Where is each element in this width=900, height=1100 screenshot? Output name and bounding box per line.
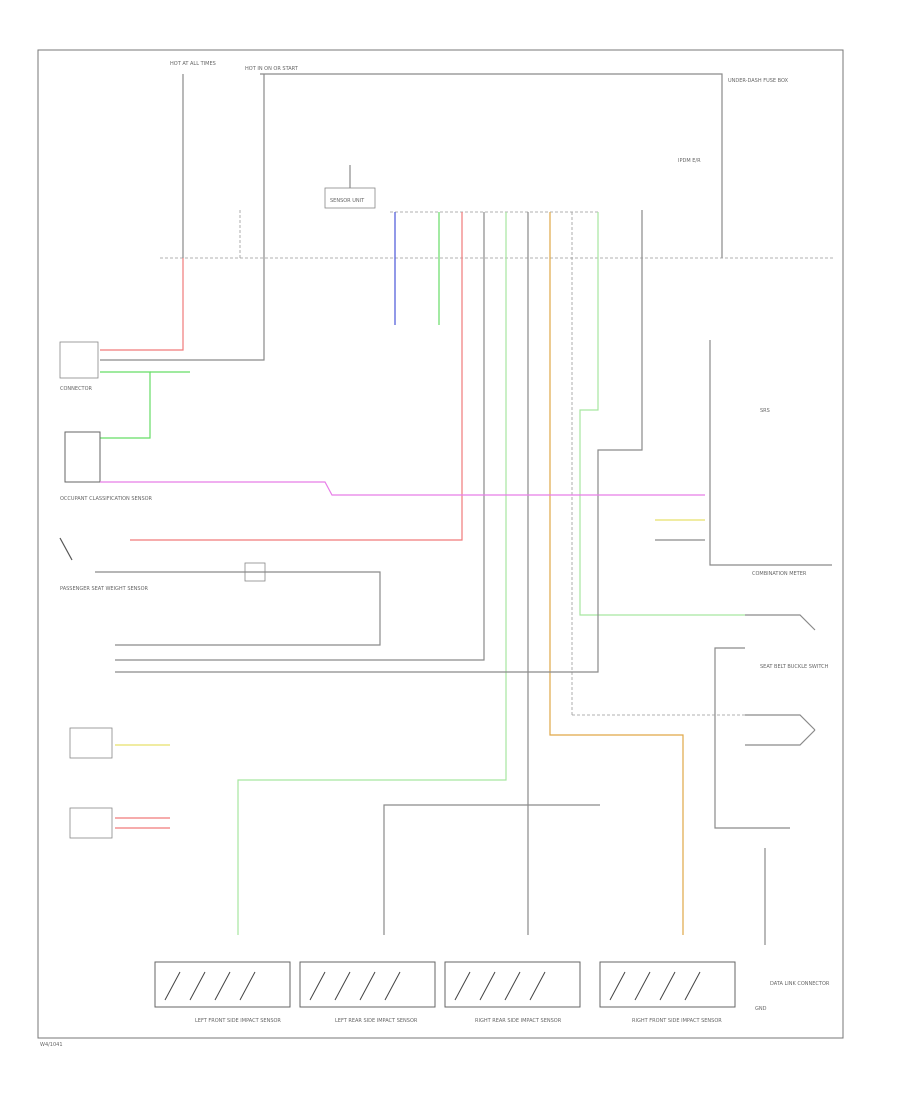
right-switch-3 <box>745 729 816 746</box>
right-frame-wire <box>714 647 790 829</box>
right-switch-1 <box>745 614 816 631</box>
seat-belt-label: SEAT BELT BUCKLE SWITCH <box>760 664 829 670</box>
lower-left-box-2 <box>69 807 113 839</box>
wire-green-left <box>100 371 151 439</box>
wire-green-long <box>237 212 507 935</box>
data-link-label: DATA LINK CONNECTOR <box>770 981 830 987</box>
diagram-frame <box>37 49 844 1039</box>
left-connector-label: CONNECTOR <box>60 386 93 392</box>
label-hot-in-on: HOT IN ON OR START <box>245 66 299 72</box>
left-rear-label: LEFT REAR SIDE IMPACT SENSOR <box>335 1018 418 1024</box>
label-fuse-box: IPDM E/R <box>678 158 701 164</box>
left-front-label: LEFT FRONT SIDE IMPACT SENSOR <box>195 1018 281 1024</box>
label-under-dash-fuse-box: UNDER-DASH FUSE BOX <box>728 78 789 84</box>
combination-meter-label: COMBINATION METER <box>752 571 807 577</box>
right-rear-label: RIGHT REAR SIDE IMPACT SENSOR <box>475 1018 562 1024</box>
wire-red-left <box>100 258 184 351</box>
sensor-unit-label: SENSOR UNIT <box>330 198 365 204</box>
wire-red-main <box>130 212 463 541</box>
passenger-mat-label: PASSENGER SEAT WEIGHT SENSOR <box>60 586 149 592</box>
seat-belt-switch-symbol <box>59 537 73 561</box>
wire-gray-4 <box>115 210 643 673</box>
right-rear-sensor-block <box>444 961 581 1008</box>
combination-meter-outline <box>709 340 832 566</box>
sensor-squiggles <box>164 971 701 1001</box>
label-hot-at-all-times: HOT AT ALL TIMES <box>170 61 216 67</box>
document-id: W4/1041 <box>40 1042 63 1048</box>
left-front-sensor-block <box>154 961 291 1008</box>
right-front-sensor-block <box>599 961 736 1008</box>
occupant-sensor-box <box>64 431 101 483</box>
wire-magenta <box>100 481 705 496</box>
ground-label: GND <box>755 1006 767 1012</box>
lower-left-box-1 <box>69 727 113 759</box>
fuse-box-outline <box>260 73 723 258</box>
wire-orange <box>549 212 684 935</box>
wire-light-green <box>579 212 745 616</box>
mid-connector-box <box>244 562 266 582</box>
wire-lower-gray <box>383 804 600 935</box>
srs-indicator-label: SRS <box>760 408 770 414</box>
wire-seatbelt-gray <box>95 571 381 646</box>
right-front-label: RIGHT FRONT SIDE IMPACT SENSOR <box>632 1018 722 1024</box>
left-connector-block <box>59 341 99 379</box>
wire-gray-1 <box>115 212 485 661</box>
right-switch-2 <box>745 714 816 731</box>
occupant-sensor-label: OCCUPANT CLASSIFICATION SENSOR <box>60 496 153 502</box>
left-rear-sensor-block <box>299 961 436 1008</box>
wire-gray-left <box>100 258 265 361</box>
